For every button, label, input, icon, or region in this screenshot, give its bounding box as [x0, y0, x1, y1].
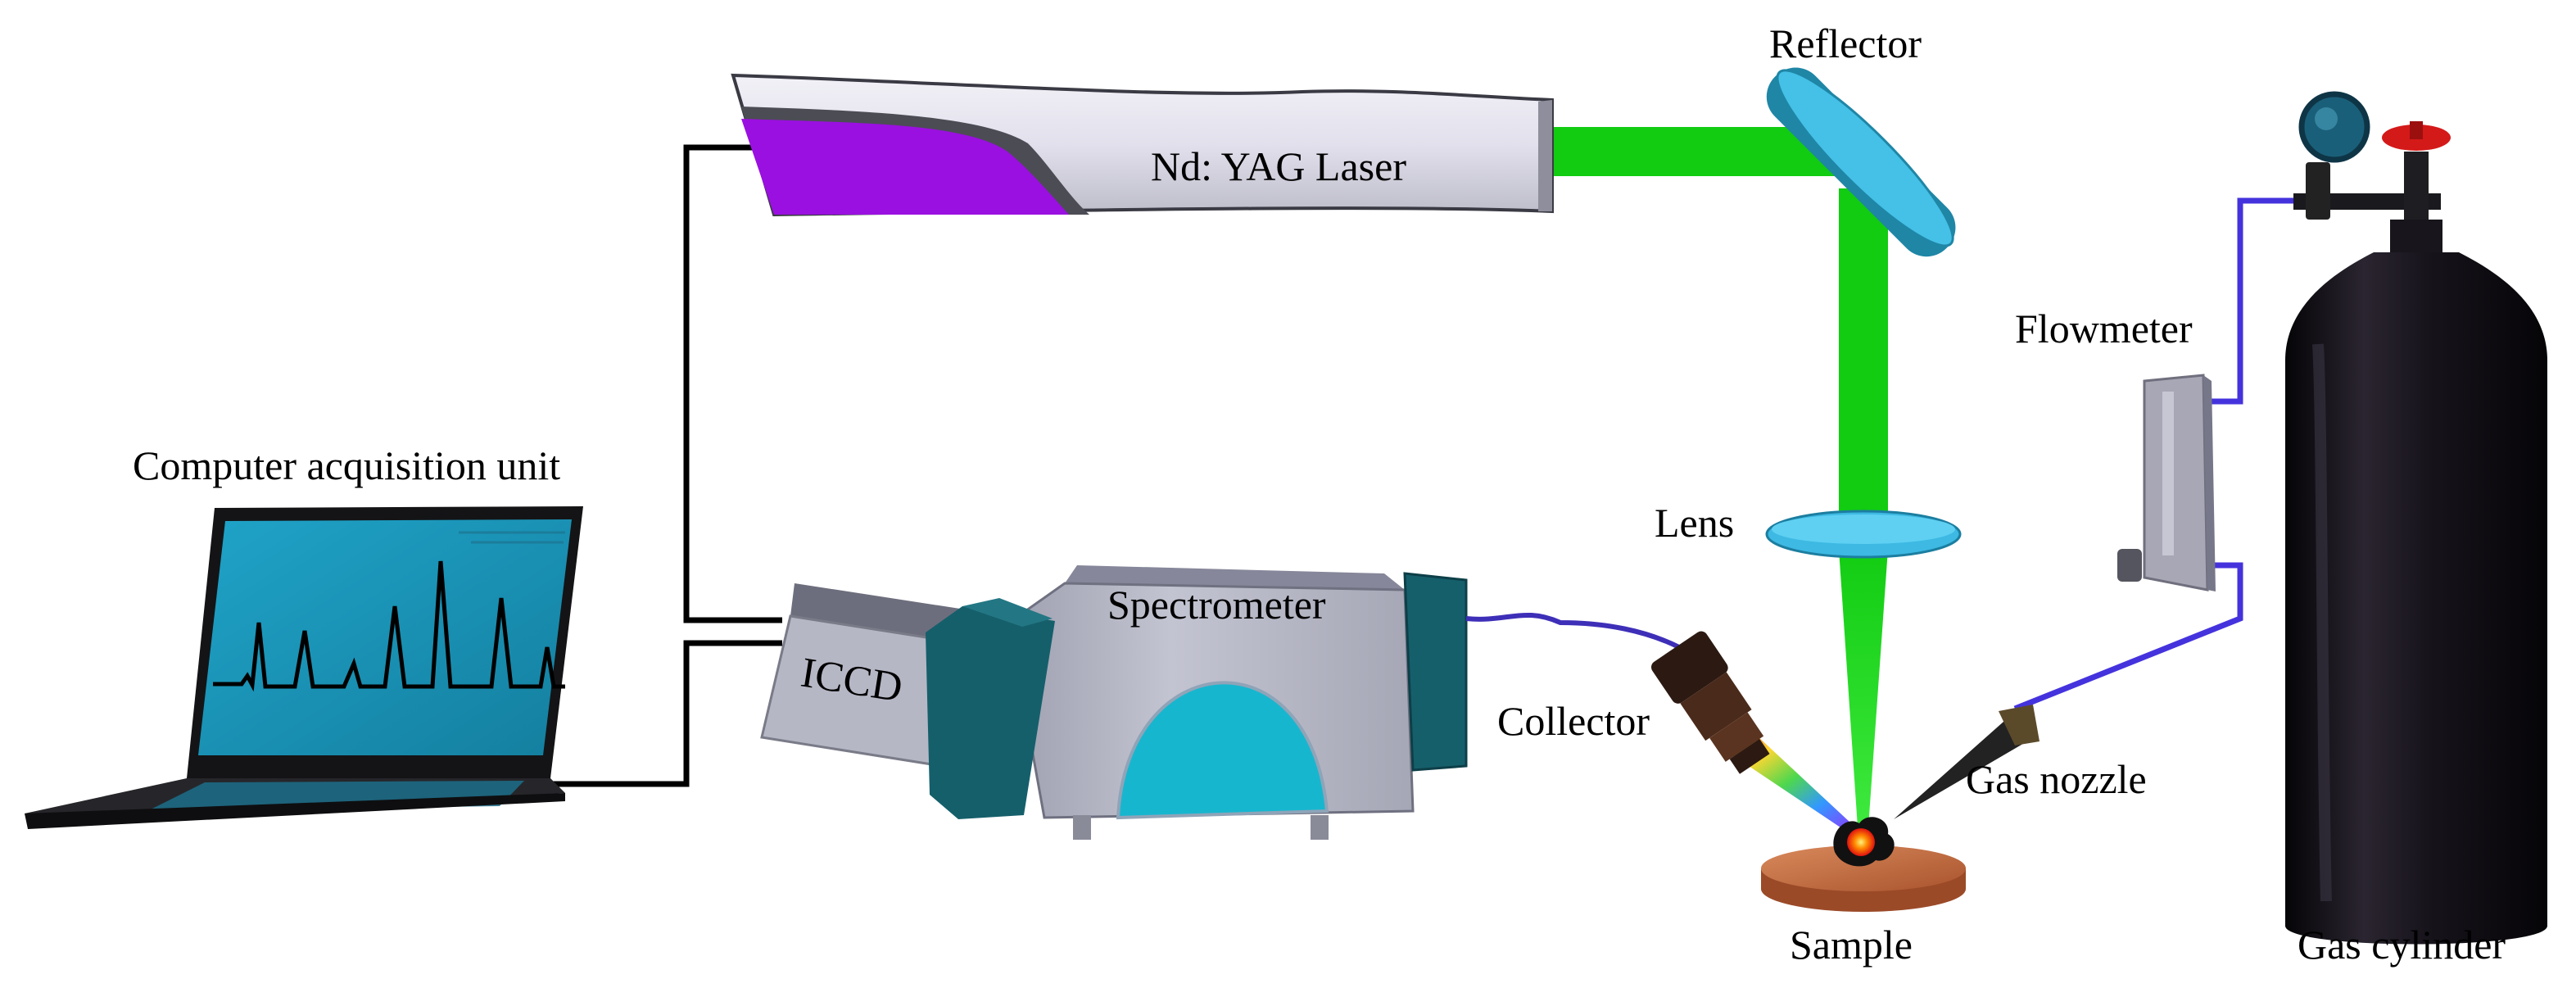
sample-label: Sample: [1790, 922, 1913, 968]
gas-nozzle-icon: Gas nozzle: [1894, 705, 2147, 819]
spectrometer-window: [1116, 681, 1329, 820]
laser-icon: Nd: YAG Laser: [731, 73, 1554, 217]
laser-trigger-cable: [683, 144, 913, 623]
iccd-icon: ICCD: [760, 583, 971, 768]
spectrometer-label: Spectrometer: [1107, 582, 1326, 628]
laptop-icon: Computer acquisition unit: [25, 442, 583, 829]
focused-beam-cone: [1839, 549, 1888, 827]
sample-icon: Sample: [1761, 845, 1966, 968]
laptop-screen: [198, 519, 572, 755]
flowmeter-label: Flowmeter: [2015, 306, 2193, 351]
spectrometer-foot-left: [1073, 815, 1091, 840]
collector-label: Collector: [1497, 698, 1650, 744]
lens-icon: Lens: [1655, 500, 1962, 559]
laptop-front-edge: [25, 793, 565, 829]
flowmeter-icon: Flowmeter: [2015, 306, 2216, 591]
gas-nozzle-label: Gas nozzle: [1966, 756, 2147, 802]
reflector-label: Reflector: [1769, 20, 1922, 66]
gas-cylinder-icon: Gas cylinder: [2285, 91, 2547, 968]
vertical-beam: [1839, 188, 1888, 533]
detector-coupler: [926, 606, 1055, 819]
spectrometer-icon: Spectrometer: [926, 565, 1468, 840]
lens-label: Lens: [1655, 500, 1734, 546]
computer-label: Computer acquisition unit: [133, 442, 560, 488]
iccd-cable: [547, 640, 782, 787]
collector-icon: Collector: [1497, 631, 1851, 829]
spectrometer-output-port: [1403, 572, 1468, 772]
reflector-icon: Reflector: [1766, 20, 1956, 257]
gas-cylinder-label: Gas cylinder: [2298, 922, 2506, 968]
screen-spectrum-trace: [213, 560, 565, 692]
cylinder-body: [2285, 252, 2547, 945]
pressure-gauge: [2298, 91, 2370, 163]
gas-line: [2013, 197, 2302, 712]
laser-label: Nd: YAG Laser: [1151, 143, 1406, 189]
spectrometer-foot-right: [1311, 815, 1329, 840]
plasma-icon: [1833, 817, 1895, 867]
optical-fiber: [1465, 612, 1681, 650]
